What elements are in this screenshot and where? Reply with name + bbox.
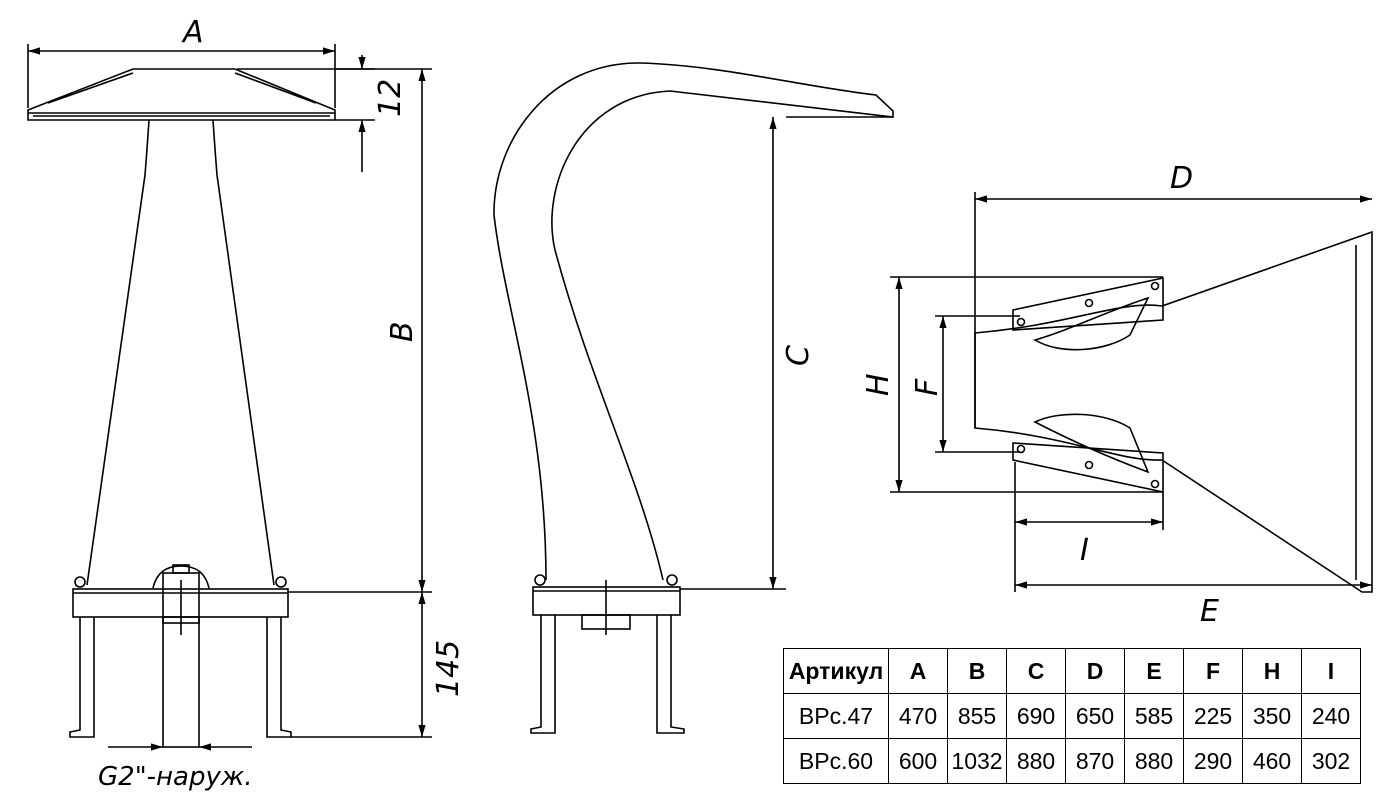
connection-note: G2"-наруж.	[98, 762, 253, 792]
top-horn-outline	[974, 230, 1373, 593]
dim-label-f: F	[910, 378, 945, 396]
dim-label-i: I	[1080, 533, 1089, 568]
table-row: BPc.47 470 855 690 650 585 225 350 240	[783, 693, 1361, 739]
table-cell: 240	[1301, 693, 1361, 739]
table-cell: 460	[1242, 738, 1302, 784]
table-header-cell: A	[888, 648, 948, 694]
table-cell: 880	[1006, 738, 1066, 784]
table-cell: 302	[1301, 738, 1361, 784]
dim-label-12: 12	[373, 79, 408, 117]
table-cell: 650	[1065, 693, 1125, 739]
table-header-cell: B	[947, 648, 1007, 694]
table-cell: 855	[947, 693, 1007, 739]
side-leg-right	[656, 615, 685, 734]
table-cell: 350	[1242, 693, 1302, 739]
table-cell: 690	[1006, 693, 1066, 739]
spec-table: Артикул A B C D E F H I BPc.47 470 855 6…	[783, 648, 1361, 784]
side-leg-left	[530, 615, 556, 734]
table-header-cell: Артикул	[783, 648, 889, 694]
front-leg-right	[266, 617, 292, 738]
table-cell: 1032	[947, 738, 1007, 784]
front-leg-left	[69, 617, 95, 738]
dim-label-h: H	[861, 373, 896, 396]
table-header-cell: I	[1301, 648, 1361, 694]
front-body	[86, 119, 150, 586]
table-cell: 870	[1065, 738, 1125, 784]
front-view	[27, 44, 432, 751]
front-cap	[27, 68, 336, 121]
table-header-cell: D	[1065, 648, 1125, 694]
dim-label-a: A	[181, 15, 204, 50]
table-cell: 600	[888, 738, 948, 784]
top-view	[890, 192, 1373, 593]
table-row: BPc.60 600 1032 880 870 880 290 460 302	[783, 738, 1361, 784]
table-header-cell: H	[1242, 648, 1302, 694]
table-cell: BPc.47	[783, 693, 889, 739]
table-cell: BPc.60	[783, 738, 889, 784]
table-cell: 585	[1124, 693, 1184, 739]
front-pipe	[162, 616, 200, 748]
table-header-cell: F	[1183, 648, 1243, 694]
table-cell: 880	[1124, 738, 1184, 784]
table-cell: 225	[1183, 693, 1243, 739]
side-view	[493, 62, 894, 734]
table-header-cell: C	[1006, 648, 1066, 694]
dim-label-c: C	[781, 345, 816, 366]
dim-label-d: D	[1170, 161, 1193, 196]
table-cell: 290	[1183, 738, 1243, 784]
table-header-cell: E	[1124, 648, 1184, 694]
dim-label-e: E	[1200, 594, 1219, 629]
dim-label-145: 145	[431, 640, 466, 697]
dim-label-b: B	[385, 321, 420, 342]
table-header-row: Артикул A B C D E F H I	[783, 648, 1361, 694]
side-body-outline	[493, 62, 894, 581]
table-cell: 470	[888, 693, 948, 739]
